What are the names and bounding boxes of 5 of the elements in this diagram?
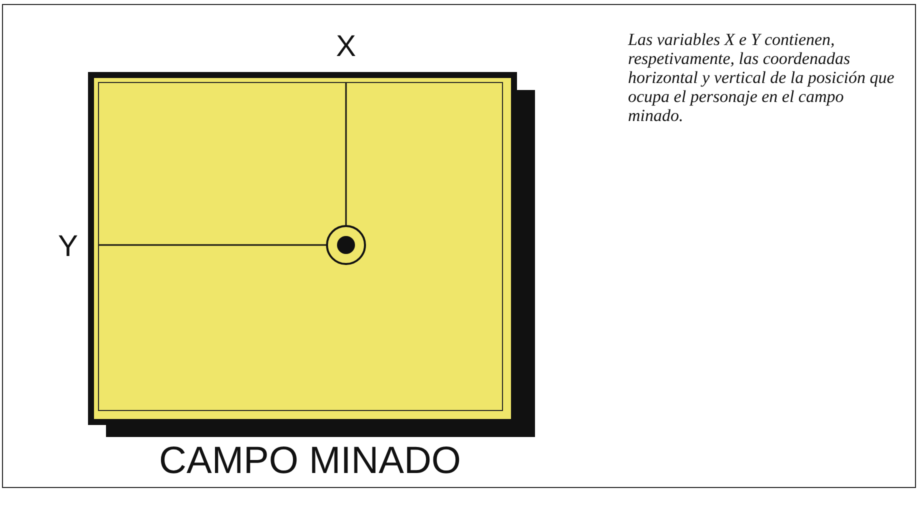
- axis-letter: Y: [56, 230, 79, 264]
- description-text: Las variables X e Y contienen, respetivamente, las coordenadas horizontal y vertical de la posición que ocupa el personaje en el campo minado.: [628, 30, 896, 125]
- character-marker: [326, 225, 366, 265]
- axis-letter: X: [334, 30, 357, 64]
- field-title: CAMPO MINADO: [158, 440, 462, 483]
